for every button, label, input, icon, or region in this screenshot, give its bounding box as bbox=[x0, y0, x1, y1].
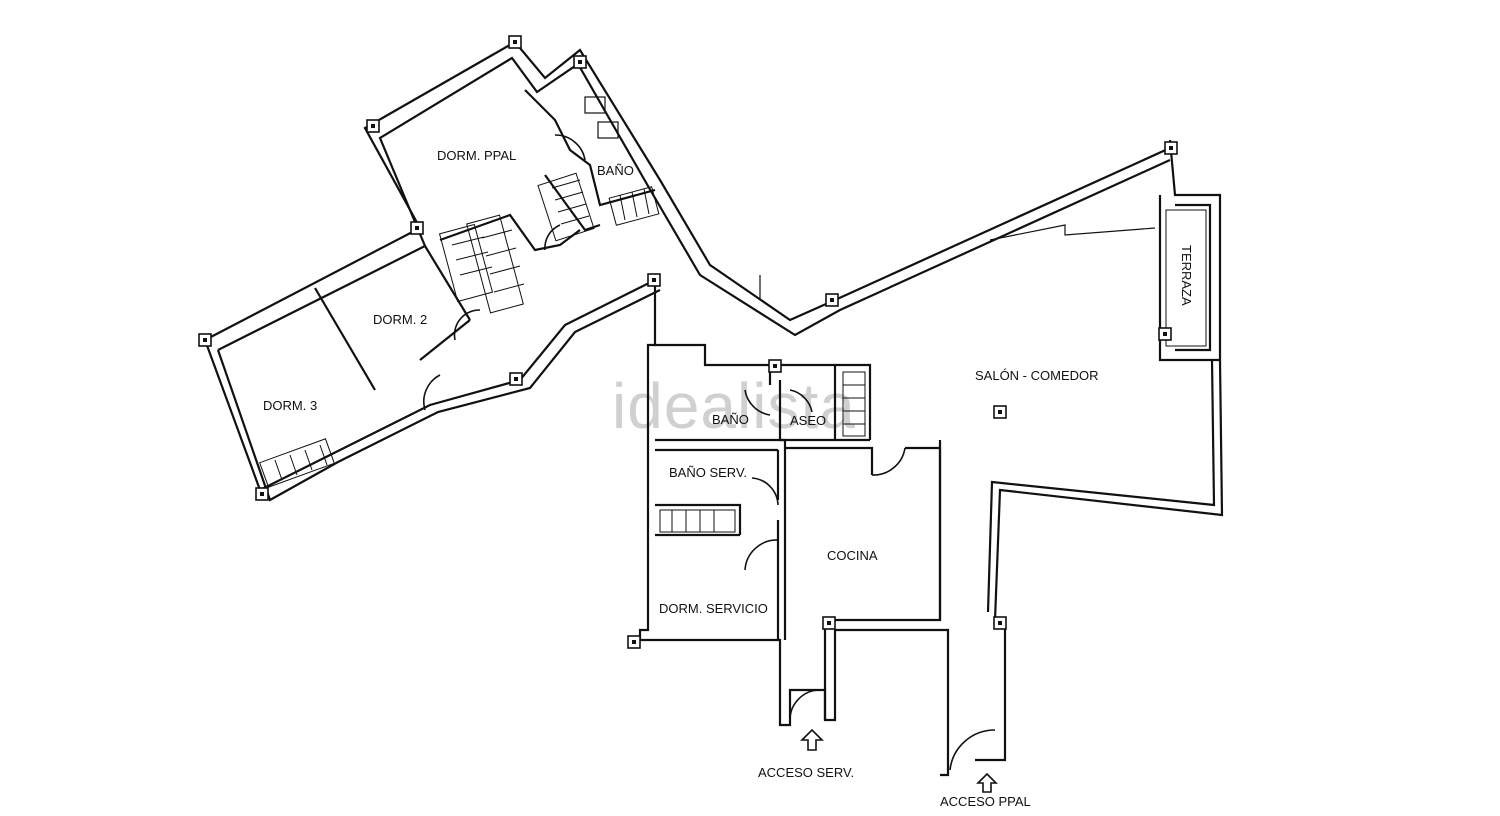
wardrobes bbox=[259, 172, 1207, 533]
doors bbox=[423, 134, 996, 771]
label-dorm-servicio: DORM. SERVICIO bbox=[659, 601, 768, 616]
label-terraza: TERRAZA bbox=[1179, 245, 1194, 306]
label-bano-ppal: BAÑO bbox=[597, 163, 634, 178]
arrow-up-icon bbox=[800, 728, 824, 751]
label-acceso-serv: ACCESO SERV. bbox=[758, 765, 854, 780]
label-bano: BAÑO bbox=[712, 412, 749, 427]
label-dorm-ppal: DORM. PPAL bbox=[437, 148, 516, 163]
interior-walls bbox=[314, 89, 1156, 640]
watermark: idealista bbox=[612, 370, 856, 442]
access-arrows bbox=[800, 728, 998, 793]
label-acceso-ppal: ACCESO PPAL bbox=[940, 794, 1031, 809]
label-aseo: ASEO bbox=[790, 413, 826, 428]
arrow-up-icon bbox=[976, 772, 998, 793]
label-cocina: COCINA bbox=[827, 548, 878, 563]
room-labels: DORM. PPAL BAÑO DORM. 2 DORM. 3 TERRAZA … bbox=[263, 148, 1194, 809]
label-bano-serv: BAÑO SERV. bbox=[669, 465, 747, 480]
label-salon-comedor: SALÓN - COMEDOR bbox=[975, 368, 1099, 383]
bathroom-fixtures bbox=[584, 96, 619, 139]
label-dorm-3: DORM. 3 bbox=[263, 398, 317, 413]
label-dorm-2: DORM. 2 bbox=[373, 312, 427, 327]
columns bbox=[198, 35, 1178, 649]
